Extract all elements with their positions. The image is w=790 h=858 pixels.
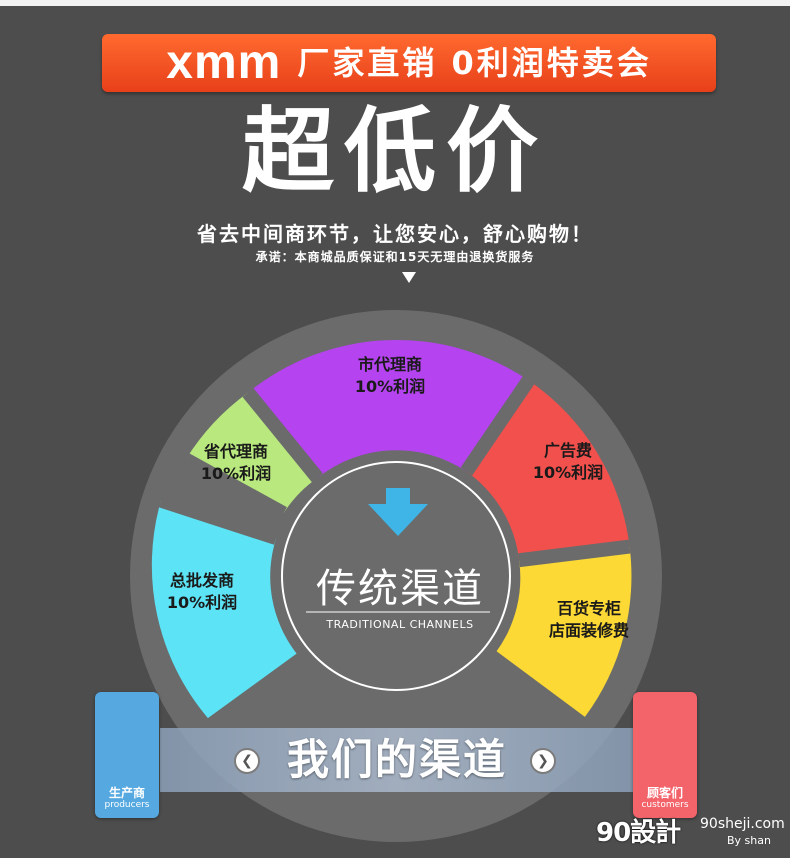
chevron-right-icon[interactable]: ❯ [530,748,556,774]
segment-yellow [496,546,632,717]
producer-label: 生产商 [108,786,145,800]
arrow-down-icon [368,488,428,536]
segment-green [185,392,318,514]
segment-label-store-fee: 百货专柜店面装修费 [548,599,629,640]
watermark-site: 90sheji.com [700,816,785,832]
banner-tagline: 厂家直销 0利润特卖会 [297,44,652,82]
top-strip [0,0,790,6]
promise-text: 承诺：本商城品质保证和15天无理由退换货服务 [255,250,535,264]
center-subtitle: TRADITIONAL CHANNELS [326,618,474,631]
down-triangle-icon [402,272,416,283]
watermark-logo: 90設計 [596,818,681,848]
producer-label-en: producers [104,800,150,810]
subheadline: 省去中间商环节，让您安心，舒心购物！ [197,222,593,246]
segment-cyan [151,500,297,719]
promo-banner: xmm 厂家直销 0利润特卖会 [102,34,716,92]
segment-red [466,380,630,561]
segment-purple [248,339,529,478]
headline: 超低价 [241,98,548,205]
brand-logo: xmm [166,36,282,89]
chevron-left-icon[interactable]: ❮ [234,748,260,774]
our-channel-title: 我们的渠道 [286,735,507,784]
customer-card: 顾客们 customers [633,692,697,818]
center-title: 传统渠道 [316,566,484,612]
customer-label-en: customers [641,800,689,810]
producer-card: 生产商 producers [95,692,159,818]
center-ring [281,461,511,691]
customer-label: 顾客们 [646,786,683,800]
watermark-author: By shan [727,834,771,847]
